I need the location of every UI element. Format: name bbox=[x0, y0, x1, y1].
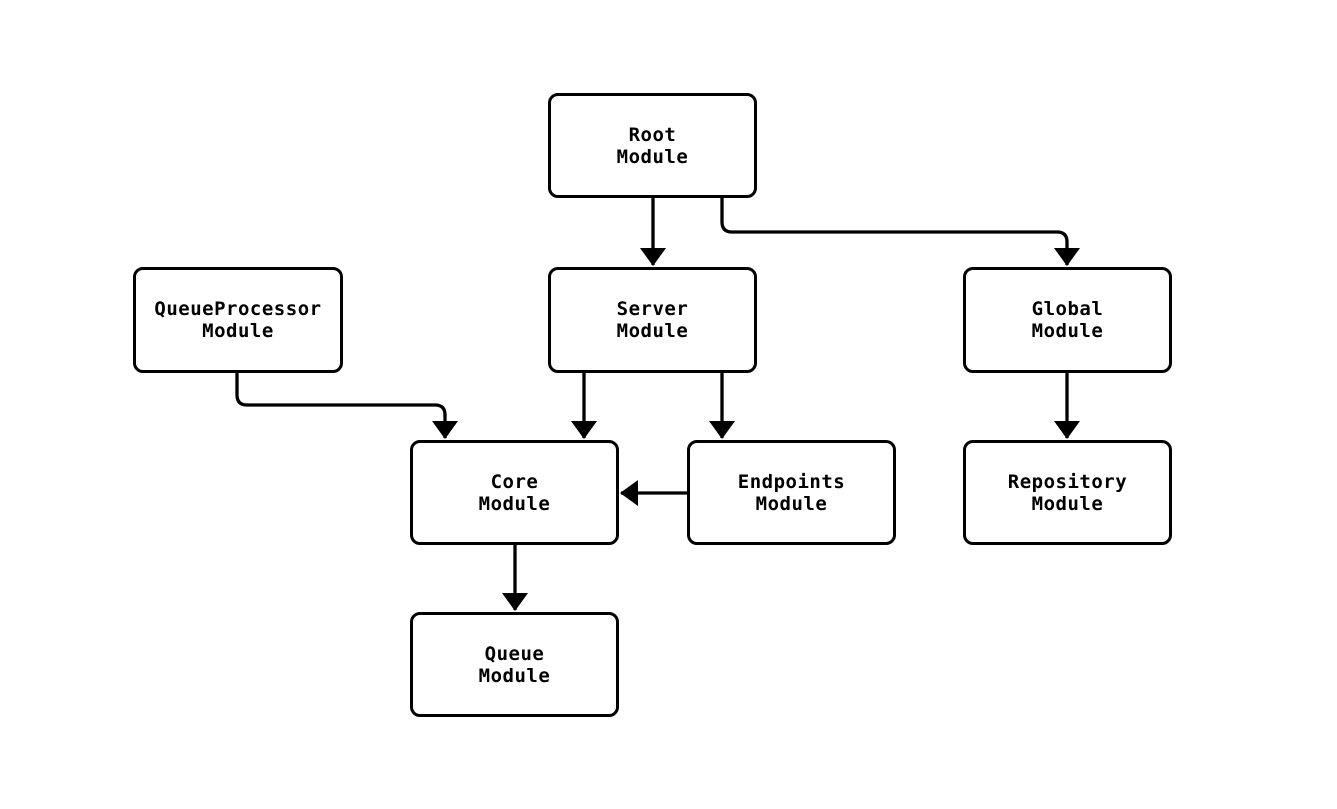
node-root-module: Root Module bbox=[548, 93, 757, 198]
node-endpoints-module-label: Endpoints Module bbox=[737, 470, 846, 515]
node-repository-module-label: Repository Module bbox=[1007, 470, 1128, 515]
node-root-module-label: Root Module bbox=[616, 123, 689, 168]
edge-queueprocessor-to-core bbox=[235, 373, 458, 439]
node-server-module: Server Module bbox=[548, 267, 757, 373]
node-queueprocessor-module: QueueProcessor Module bbox=[133, 267, 343, 373]
node-core-module: Core Module bbox=[410, 440, 619, 545]
node-queue-module-label: Queue Module bbox=[478, 642, 551, 687]
node-queue-module: Queue Module bbox=[410, 612, 619, 717]
node-endpoints-module: Endpoints Module bbox=[687, 440, 896, 545]
node-core-module-label: Core Module bbox=[478, 470, 551, 515]
edge-root-to-global bbox=[720, 197, 1080, 266]
node-server-module-label: Server Module bbox=[616, 298, 689, 342]
node-global-module-label: Global Module bbox=[1031, 298, 1104, 342]
node-global-module: Global Module bbox=[963, 267, 1172, 373]
node-queueprocessor-module-label: QueueProcessor Module bbox=[154, 298, 322, 342]
node-repository-module: Repository Module bbox=[963, 440, 1172, 545]
